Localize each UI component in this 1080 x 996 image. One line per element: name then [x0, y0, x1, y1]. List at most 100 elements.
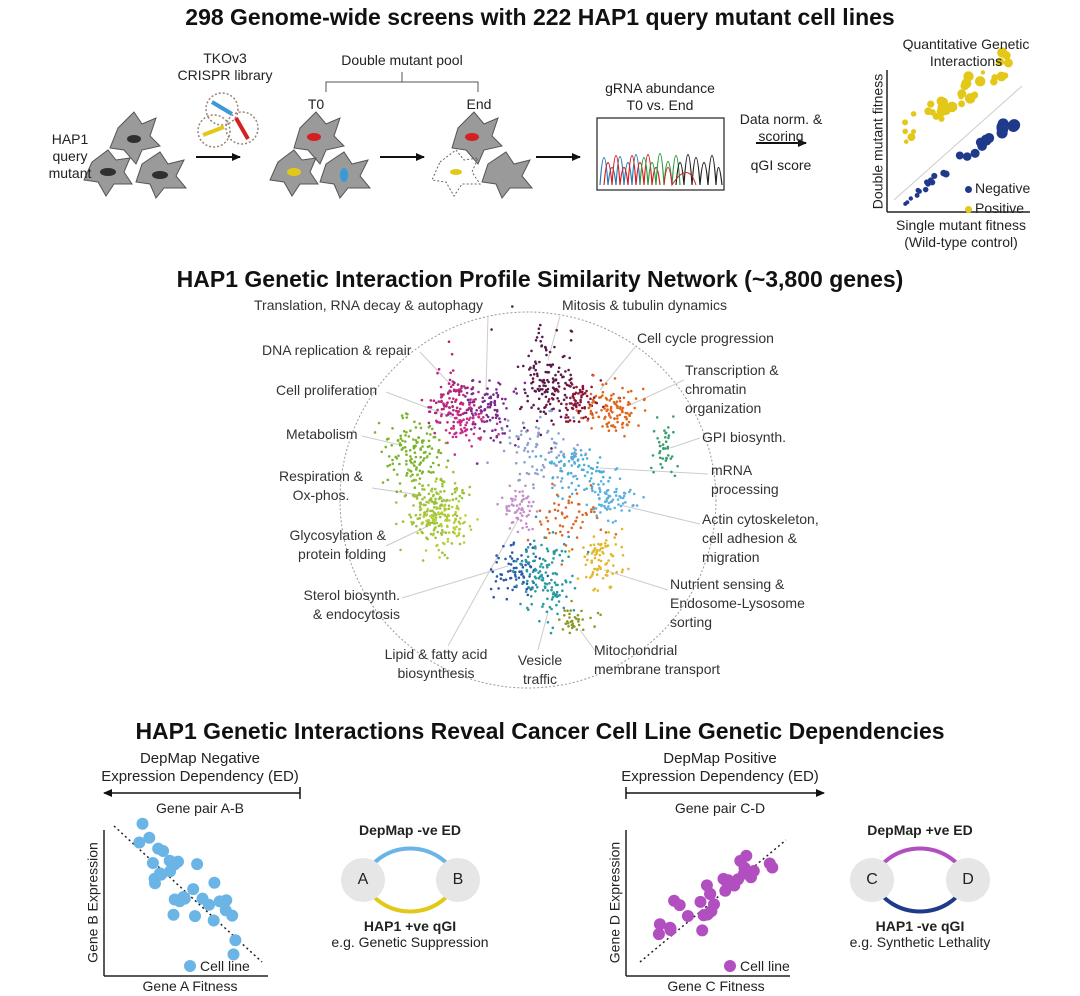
network-node [434, 480, 438, 483]
network-node [544, 536, 548, 540]
section2-title: HAP1 Genetic Interaction Profile Similar… [176, 266, 904, 292]
network-node [585, 503, 589, 507]
network-node [531, 587, 534, 590]
network-node [498, 420, 502, 424]
network-node [521, 494, 525, 498]
cell-line-dot [136, 817, 149, 830]
network-node [449, 390, 453, 393]
network-node [519, 407, 522, 411]
pool-bracket [325, 72, 479, 92]
network-node [600, 409, 603, 412]
network-node [600, 504, 603, 508]
network-node [591, 489, 594, 493]
network-node [575, 385, 578, 389]
network-node [462, 541, 466, 544]
network-node [564, 506, 568, 509]
network-node [472, 398, 475, 402]
network-node [461, 403, 465, 406]
network-node [543, 390, 547, 394]
network-node [405, 463, 408, 466]
cell-line-dot [177, 891, 190, 903]
network-node [488, 405, 492, 409]
network-node [533, 575, 537, 579]
network-node [397, 454, 400, 458]
network-node [596, 461, 599, 465]
network-node [520, 573, 523, 576]
network-node [586, 558, 589, 562]
negative-gi-dot [916, 188, 922, 194]
network-node [423, 496, 426, 499]
network-node [598, 549, 601, 552]
network-node [580, 453, 583, 457]
network-node [555, 590, 559, 594]
network-node [539, 340, 542, 343]
cluster-label-mrna: mRNA processing [711, 462, 779, 497]
network-node [598, 490, 602, 494]
network-node [469, 528, 473, 531]
network-node [456, 413, 460, 416]
network-node [535, 468, 539, 472]
negative-gi-dot [908, 196, 914, 201]
network-node [581, 618, 584, 621]
left-pair-label: Gene pair A-B [156, 800, 244, 816]
network-node [456, 420, 460, 424]
network-node [453, 532, 457, 535]
network-node [597, 542, 600, 546]
network-node [570, 383, 574, 386]
network-node [423, 488, 426, 491]
network-node [589, 409, 593, 413]
network-node [451, 514, 455, 517]
cell-line-dot [146, 857, 159, 869]
network-node [414, 478, 418, 482]
network-node [598, 486, 601, 490]
network-node [570, 492, 574, 496]
network-node [431, 509, 434, 513]
network-node [572, 475, 575, 478]
cell-line-dot [133, 836, 146, 849]
network-node [384, 445, 388, 449]
network-node [515, 461, 518, 465]
network-node [585, 457, 589, 460]
network-node [430, 447, 434, 450]
network-node [464, 386, 467, 390]
network-node [547, 563, 551, 566]
network-node [535, 443, 539, 447]
network-node [589, 510, 593, 514]
network-node [606, 574, 609, 577]
leader-line [619, 504, 701, 525]
network-node [526, 579, 529, 583]
network-node [416, 473, 419, 477]
network-node [441, 482, 444, 486]
network-node [418, 482, 421, 486]
network-node [471, 379, 475, 382]
network-node [550, 460, 554, 464]
section1-title: 298 Genome-wide screens with 222 HAP1 qu… [185, 4, 895, 30]
network-node [576, 401, 579, 405]
network-node [652, 470, 655, 474]
network-node [413, 444, 416, 448]
network-node [440, 511, 444, 514]
network-node [605, 570, 609, 574]
network-node [616, 417, 619, 420]
network-node [608, 414, 611, 417]
network-node [564, 381, 567, 385]
network-node [451, 383, 455, 387]
network-node [523, 381, 527, 385]
network-node [440, 394, 444, 398]
network-node [456, 383, 460, 386]
cluster-label-metabolism: Metabolism [286, 426, 358, 442]
network-node [527, 354, 530, 358]
network-node [615, 400, 619, 404]
node-c: C [866, 871, 878, 888]
network-node [554, 373, 557, 377]
network-node [419, 507, 423, 511]
pool-label: Double mutant pool [341, 52, 463, 68]
network-node [377, 421, 381, 425]
network-node [587, 400, 590, 404]
network-node [579, 526, 583, 529]
network-node [531, 546, 535, 549]
network-node [424, 450, 427, 454]
network-node [552, 423, 555, 426]
network-node [539, 388, 542, 391]
network-node [441, 484, 444, 488]
